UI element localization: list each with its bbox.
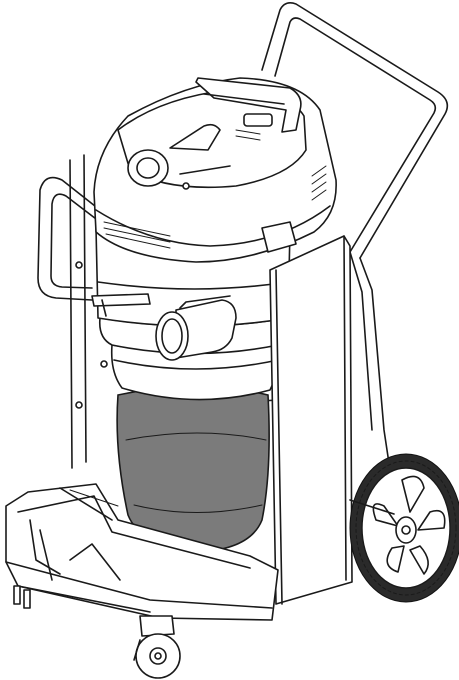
motor-head (93, 77, 337, 263)
accessory-hook (91, 293, 151, 368)
vent-grille-left (103, 221, 171, 249)
front-support-panel (269, 235, 353, 605)
tray-feet (13, 585, 31, 609)
hose-inlet (155, 295, 237, 361)
tank-collar (98, 317, 290, 401)
vent-grille-right (311, 165, 327, 201)
rear-wheel (349, 453, 459, 603)
base-tray (5, 483, 279, 621)
caster-wheel (133, 615, 181, 679)
axle (349, 499, 395, 515)
left-side-handle (37, 154, 101, 469)
push-handle (261, 2, 449, 471)
